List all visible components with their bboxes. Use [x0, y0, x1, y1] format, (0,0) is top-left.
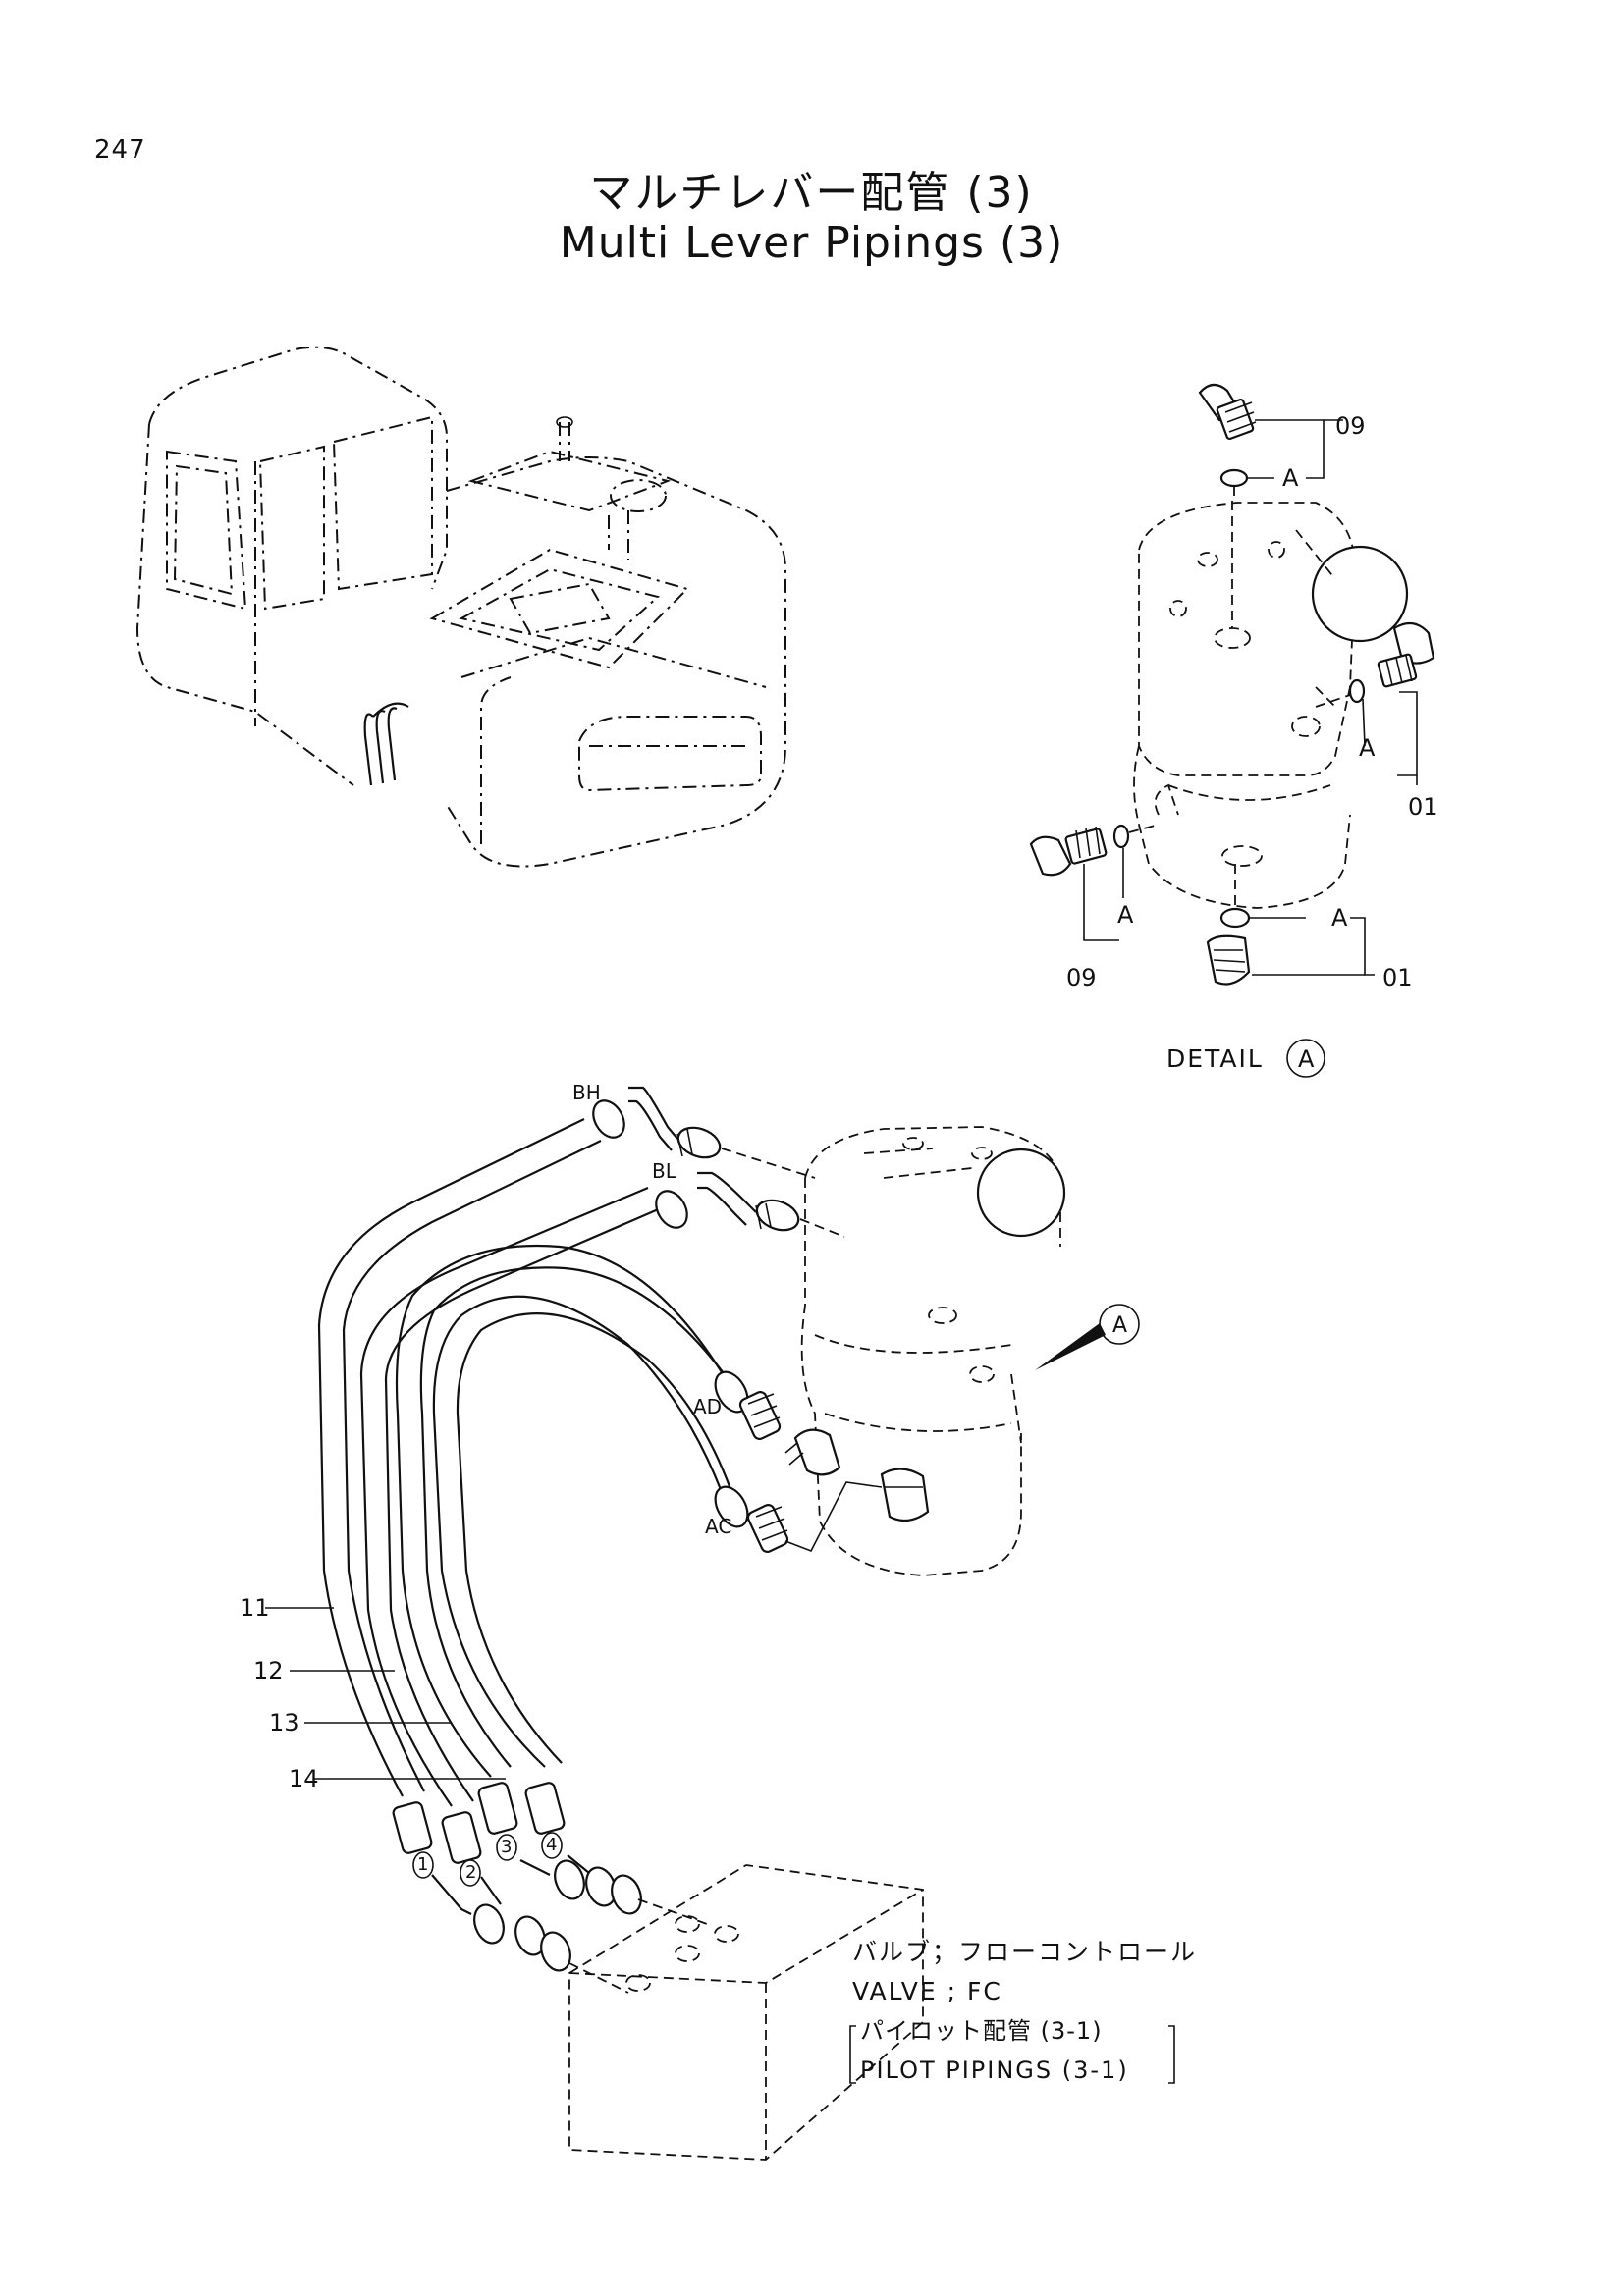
detail-a-view [1029, 383, 1435, 1078]
hose-number-3: 3 [501, 1837, 512, 1857]
main-assembly [265, 1086, 1140, 2161]
part-label-14: 14 [289, 1765, 319, 1792]
pilot-note-bracket-left [849, 2025, 856, 2084]
port-label-bl: BL [652, 1159, 677, 1183]
detail-callout-part-09-top: 09 [1335, 412, 1366, 440]
part-label-12: 12 [253, 1657, 284, 1684]
hose-number-4: 4 [546, 1835, 557, 1855]
detail-callout-part-09-left: 09 [1066, 964, 1097, 991]
detail-callout-mark-a-right: A [1359, 734, 1376, 762]
detail-callout-mark-a-bottom: A [1331, 904, 1348, 932]
detail-callout-part-01-bottom: 01 [1382, 964, 1413, 991]
port-label-bh: BH [572, 1081, 601, 1104]
pilot-note-bracket-right [1168, 2025, 1175, 2084]
valve-note-english: VALVE ; FC [852, 1977, 1002, 2005]
detail-caption: DETAIL [1166, 1044, 1264, 1073]
detail-callout-part-01-right: 01 [1408, 793, 1438, 821]
title-japanese: マルチレバー配管 (3) [589, 168, 1034, 218]
pilot-note-japanese: パイロット配管 (3-1) [860, 2017, 1103, 2045]
detail-caption-marker: A [1298, 1045, 1315, 1073]
hose-number-1: 1 [417, 1854, 428, 1875]
pilot-note-english: PILOT PIPINGS (3-1) [860, 2056, 1129, 2084]
excavator-overview [135, 346, 786, 868]
valve-note-japanese: バルブ；フローコントロール [852, 1938, 1197, 1966]
title-english: Multi Lever Pipings (3) [559, 218, 1064, 268]
detail-callout-mark-a-top: A [1282, 464, 1299, 492]
detail-callout-mark-a-left: A [1117, 901, 1134, 929]
port-label-ac: AC [705, 1515, 731, 1538]
part-label-11: 11 [240, 1594, 270, 1622]
detail-marker-main: A [1112, 1313, 1127, 1338]
hose-number-2: 2 [465, 1862, 476, 1883]
port-label-ad: AD [693, 1395, 722, 1418]
part-label-13: 13 [269, 1709, 299, 1736]
page-number: 247 [94, 135, 146, 165]
